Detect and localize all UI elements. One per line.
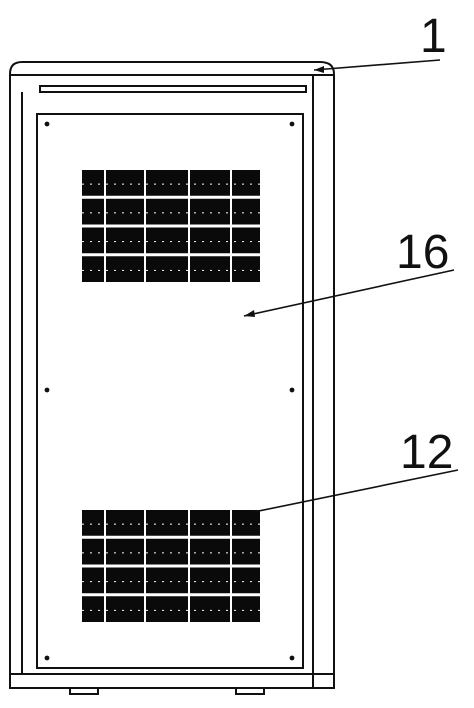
door-panel-outline [36,113,304,669]
vent-slot [82,567,104,594]
leader-line-grille [253,469,459,513]
vent-slot [232,596,260,622]
leader-arrows [244,66,324,317]
vent-slot [146,567,188,594]
vent-slot [190,170,230,196]
screw-top-left [44,121,50,127]
vent-slot [106,596,144,622]
vent-slot [106,567,144,594]
cabinet-outline [9,61,335,689]
screw-bottom-left [44,655,50,661]
vent-slot [190,256,230,282]
vent-slot [232,198,260,225]
base-foot-left [69,687,99,695]
vent-slot [146,596,188,622]
vent-slot [106,256,144,282]
leader-arrow-door [244,310,255,317]
top-slot [39,85,307,93]
leader-line-door [243,269,455,317]
cabinet-body [9,61,335,695]
vent-slot [146,198,188,225]
leader-arrow-cabinet [314,66,324,73]
vent-slot [232,567,260,594]
door-screws [44,121,295,661]
vent-slot [190,538,230,565]
vent-slot [146,170,188,196]
vent-slot [190,198,230,225]
vent-slot [82,510,104,536]
vent-slot [82,256,104,282]
vent-slot [106,227,144,254]
vent-slot [232,510,260,536]
vent-slot [190,510,230,536]
lower-vent-grille [82,510,260,622]
vent-slot [146,227,188,254]
screw-top-right [289,121,295,127]
vent-slot [190,567,230,594]
vent-slot [82,596,104,622]
base-foot-right [235,687,265,695]
label-vent-grille: 12 [400,426,453,479]
vent-slot [232,170,260,196]
vent-slot [82,538,104,565]
vent-slot [106,538,144,565]
vent-slot [82,198,104,225]
door-panel [36,113,304,669]
vent-slot [232,538,260,565]
vent-slot [146,510,188,536]
screw-mid-left [44,387,50,393]
leader-line-cabinet [313,59,441,71]
vent-slot [82,227,104,254]
vent-slot [190,596,230,622]
vent-slot [106,510,144,536]
vent-slot [190,227,230,254]
vent-slot [146,256,188,282]
leader-lines [243,59,459,513]
vent-slot [106,170,144,196]
screw-bottom-right [289,655,295,661]
label-cabinet: 1 [420,10,447,63]
upper-vent-grille [82,170,260,282]
screw-mid-right [289,387,295,393]
vent-slot [146,538,188,565]
vent-slot [106,198,144,225]
label-door-panel: 16 [396,226,449,279]
vent-slot [82,170,104,196]
vent-slot [232,227,260,254]
vent-slot [232,256,260,282]
